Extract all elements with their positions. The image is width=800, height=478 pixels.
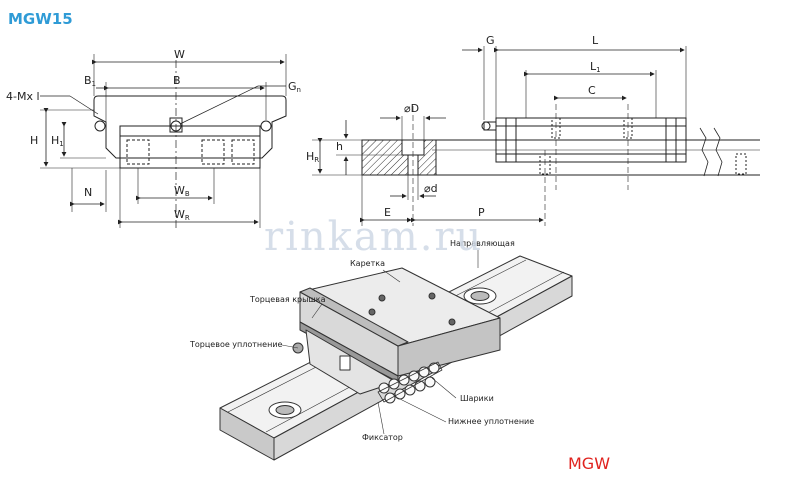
dim-WB: WB	[174, 184, 190, 198]
dim-B1: B1	[84, 74, 96, 88]
dim-HR: HR	[306, 150, 319, 164]
callout-leaders	[281, 250, 479, 435]
dim-G: G	[486, 34, 495, 47]
dim-d: ⌀d	[424, 182, 438, 195]
dim-WR: WR	[174, 208, 190, 222]
label-end-seal: Торцевое уплотнение	[189, 340, 283, 349]
watermark: rinkam.ru	[264, 214, 484, 260]
dim-Gn: Gn	[288, 80, 301, 94]
ball-right	[260, 120, 272, 132]
side-view-labels: G L L1 C ⌀D ⌀d HR h E P	[306, 34, 601, 219]
dim-C: C	[588, 84, 596, 97]
dim-H1: H1	[51, 134, 64, 148]
carriage-outline	[93, 95, 287, 159]
callout-labels: Направляющая Каретка Торцевая крышка Тор…	[189, 239, 534, 442]
dim-D: ⌀D	[404, 102, 419, 115]
dim-h: h	[336, 140, 343, 153]
front-view	[40, 54, 287, 230]
dim-L: L	[592, 34, 599, 47]
model-title: MGW15	[8, 10, 73, 28]
label-end-cap: Торцевая крышка	[249, 295, 326, 304]
dim-B: B	[173, 74, 181, 87]
model-label: MGW	[568, 454, 611, 473]
dim-P: P	[478, 206, 485, 219]
dim-M: 4-Mx l	[6, 90, 40, 103]
dim-H: H	[30, 134, 38, 147]
label-balls: Шарики	[460, 394, 494, 403]
front-view-labels: W B1 B Gn 4-Mx l H H1 N WB WR	[6, 48, 301, 222]
ball-left	[94, 120, 106, 132]
side-carriage	[495, 117, 687, 163]
dim-W: W	[174, 48, 185, 61]
dim-L1: L1	[590, 60, 601, 74]
label-carriage: Каретка	[350, 259, 385, 268]
dim-E: E	[384, 206, 391, 219]
label-bottom-seal: Нижнее уплотнение	[448, 417, 534, 426]
isometric-view	[219, 255, 573, 461]
rail-outline	[119, 125, 261, 169]
label-rail: Направляющая	[450, 239, 515, 248]
label-retainer: Фиксатор	[362, 433, 403, 442]
dim-N: N	[84, 186, 92, 199]
side-view	[312, 46, 760, 226]
